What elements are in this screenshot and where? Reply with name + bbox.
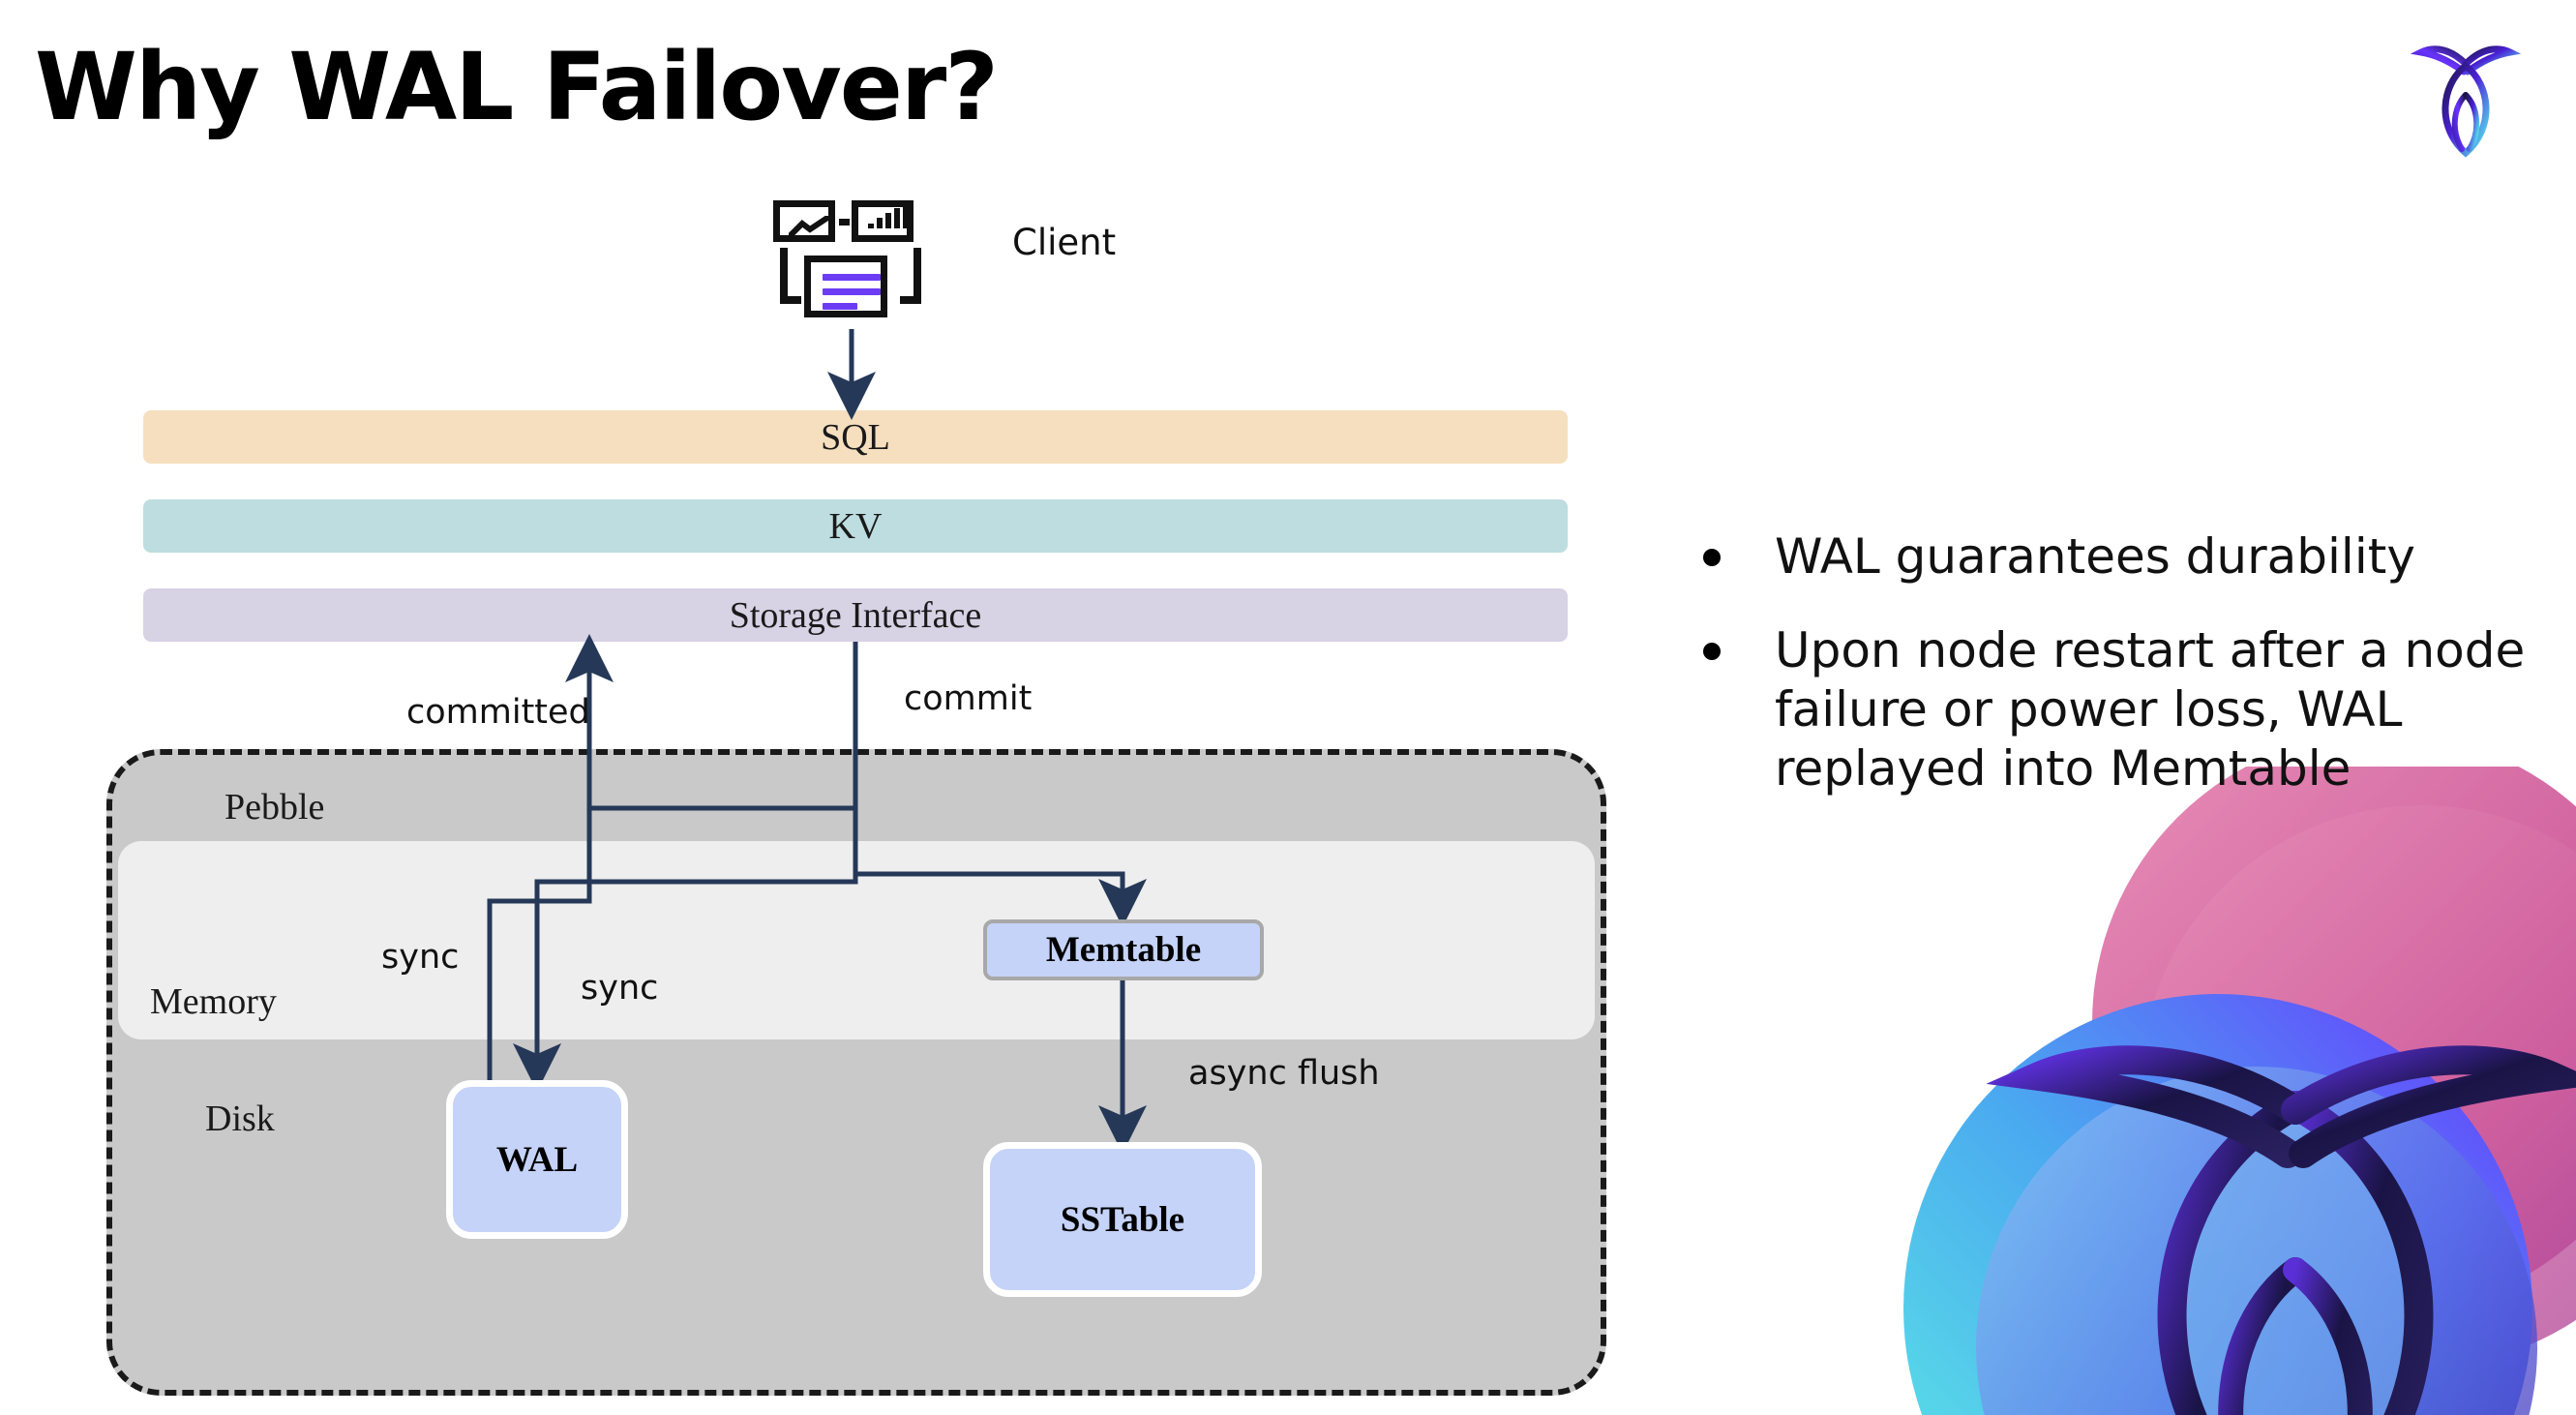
node-label-memtable: Memtable (1045, 930, 1202, 970)
layer-bar-sql: SQL (143, 410, 1568, 464)
edge-label-sync-left: sync (381, 938, 460, 977)
memory-region (118, 841, 1595, 1039)
node-sstable: SSTable (983, 1142, 1262, 1297)
cockroachdb-decorative-mark-icon (1841, 767, 2576, 1415)
bar-chart-icon (852, 200, 914, 242)
bullet-list: WAL guarantees durability Upon node rest… (1703, 527, 2545, 833)
node-memtable: Memtable (983, 919, 1264, 980)
bullet-dot-icon (1703, 643, 1721, 660)
edge-label-sync-right: sync (581, 969, 659, 1008)
node-label-sstable: SSTable (1060, 1199, 1185, 1240)
list-item: WAL guarantees durability (1703, 527, 2545, 587)
memory-label: Memory (150, 981, 277, 1022)
bullet-text: Upon node restart after a node failure o… (1775, 622, 2526, 797)
layer-label-sql: SQL (821, 416, 890, 458)
doc-line (823, 274, 881, 281)
layer-label-storage-interface: Storage Interface (729, 594, 982, 636)
bracket-right-icon (900, 248, 921, 304)
layer-bar-kv: KV (143, 499, 1568, 553)
page-title: Why WAL Failover? (35, 33, 999, 141)
edge-label-committed: committed (406, 693, 590, 732)
doc-line (823, 288, 881, 295)
client-label: Client (1012, 222, 1117, 263)
layer-bar-storage-interface: Storage Interface (143, 588, 1568, 642)
document-icon (804, 256, 887, 317)
edge-label-async-flush: async flush (1188, 1054, 1380, 1093)
bracket-left-icon (780, 248, 801, 304)
icon-divider-dash (839, 219, 850, 226)
cockroachdb-logo-icon (2408, 35, 2524, 161)
node-label-wal: WAL (495, 1139, 579, 1180)
client-dashboard-icon (773, 194, 928, 329)
bullet-text: WAL guarantees durability (1775, 528, 2415, 585)
line-chart-icon (773, 200, 835, 242)
layer-label-kv: KV (828, 505, 883, 547)
node-wal: WAL (446, 1080, 628, 1239)
bullet-dot-icon (1703, 549, 1721, 566)
doc-line (823, 303, 857, 310)
disk-label: Disk (205, 1099, 275, 1139)
edge-label-commit: commit (904, 679, 1033, 718)
pebble-label: Pebble (225, 787, 325, 828)
list-item: Upon node restart after a node failure o… (1703, 621, 2545, 798)
